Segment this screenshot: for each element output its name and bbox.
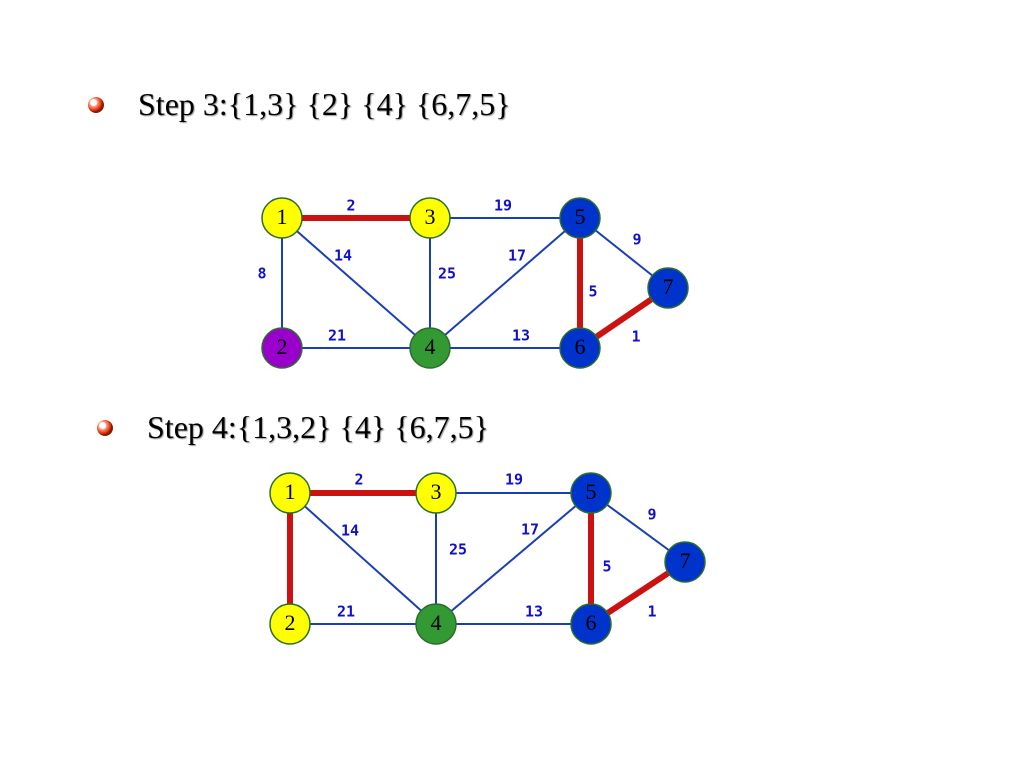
node-4: 4 — [409, 327, 451, 369]
edge-weight-3-4: 25 — [438, 265, 456, 283]
node-label: 2 — [285, 610, 296, 635]
edge-weight-1-3: 2 — [346, 197, 355, 215]
node-label: 5 — [575, 204, 586, 229]
node-circle — [570, 603, 612, 645]
node-6: 6 — [570, 603, 612, 645]
node-label: 6 — [586, 610, 597, 635]
node-label: 3 — [425, 204, 436, 229]
node-2: 2 — [269, 603, 311, 645]
step-4-line: Step 4:{1,3,2} {4} {6,7,5} — [97, 409, 489, 446]
step-4-text: Step 4:{1,3,2} {4} {6,7,5} — [147, 409, 489, 445]
nodes-group: 1 2 3 4 5 6 7 — [261, 197, 689, 369]
edge-weight-5-7: 9 — [647, 506, 656, 524]
node-label: 2 — [277, 334, 288, 359]
node-label: 4 — [425, 334, 436, 359]
edge-weight-1-2: 8 — [257, 265, 266, 283]
node-label: 7 — [680, 548, 691, 573]
edge-4-5 — [435, 492, 592, 625]
node-circle — [415, 603, 457, 645]
edge-weight-1-4: 14 — [334, 247, 352, 265]
node-label: 1 — [285, 479, 296, 504]
edge-4-5 — [429, 217, 581, 349]
step-3-text: Step 3:{1,3} {2} {4} {6,7,5} — [138, 86, 511, 122]
bullet-icon — [97, 419, 113, 436]
node-circle — [559, 197, 601, 239]
node-circle — [269, 603, 311, 645]
edge-weight-6-7: 1 — [647, 603, 656, 621]
node-circle — [269, 472, 311, 514]
edge-weight-4-5: 17 — [521, 521, 539, 539]
node-circle — [261, 327, 303, 369]
node-5: 5 — [570, 472, 612, 514]
node-7: 7 — [647, 267, 689, 309]
node-7: 7 — [664, 541, 706, 583]
node-circle — [409, 327, 451, 369]
node-6: 6 — [559, 327, 601, 369]
node-2: 2 — [261, 327, 303, 369]
node-circle — [415, 472, 457, 514]
bullet-icon — [88, 96, 104, 113]
edge-weight-4-5: 17 — [508, 247, 526, 265]
node-3: 3 — [409, 197, 451, 239]
edge-weight-6-7: 1 — [631, 328, 640, 346]
node-5: 5 — [559, 197, 601, 239]
edge-weight-2-4: 21 — [337, 603, 355, 621]
edge-1-4 — [281, 217, 431, 349]
node-circle — [647, 267, 689, 309]
edge-weight-4-6: 13 — [525, 603, 543, 621]
weights-group: 2 19 14 25 17 21 13 5 9 1 — [337, 471, 657, 621]
node-circle — [559, 327, 601, 369]
edge-weight-4-6: 13 — [512, 327, 530, 345]
node-label: 1 — [277, 204, 288, 229]
node-4: 4 — [415, 603, 457, 645]
edge-weight-5-6: 5 — [588, 283, 597, 301]
node-3: 3 — [415, 472, 457, 514]
node-label: 5 — [586, 479, 597, 504]
node-label: 6 — [575, 334, 586, 359]
edge-weight-1-3: 2 — [354, 471, 363, 489]
edge-weight-5-6: 5 — [602, 558, 611, 576]
node-circle — [261, 197, 303, 239]
edge-weight-1-4: 14 — [341, 522, 359, 540]
node-label: 4 — [431, 610, 442, 635]
edge-weight-3-5: 19 — [505, 471, 523, 489]
node-circle — [409, 197, 451, 239]
edge-weight-2-4: 21 — [328, 327, 346, 345]
edge-weight-3-4: 25 — [449, 541, 467, 559]
node-1: 1 — [261, 197, 303, 239]
edge-weight-3-5: 19 — [494, 197, 512, 215]
node-1: 1 — [269, 472, 311, 514]
edge-weight-5-7: 9 — [632, 231, 641, 249]
nodes-group: 1 2 3 4 5 6 7 — [269, 472, 706, 645]
node-label: 7 — [663, 274, 674, 299]
step-3-line: Step 3:{1,3} {2} {4} {6,7,5} — [88, 86, 511, 123]
node-circle — [570, 472, 612, 514]
node-label: 3 — [431, 479, 442, 504]
edge-1-4 — [289, 492, 437, 625]
node-circle — [664, 541, 706, 583]
